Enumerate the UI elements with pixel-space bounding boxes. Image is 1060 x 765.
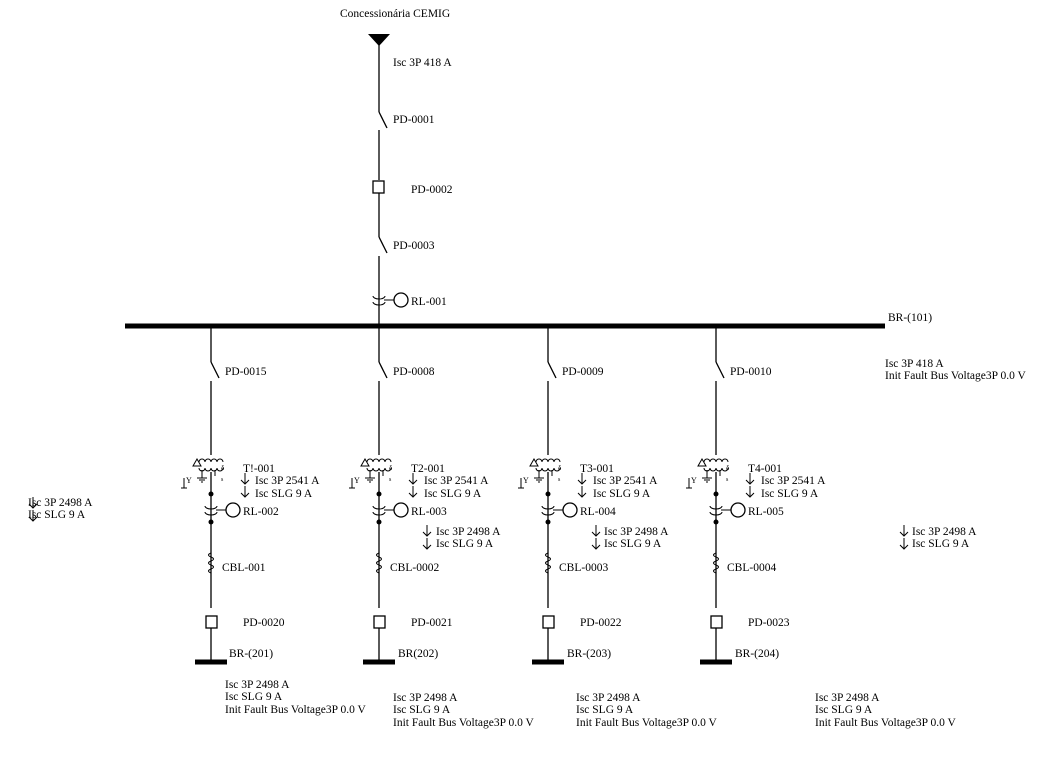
relay-fault-line: Isc 3P 2498 A	[604, 526, 669, 538]
relay-fault-line: Isc SLG 9 A	[436, 538, 494, 550]
breaker-label: PD-0002	[411, 184, 453, 196]
utility-fault-label: Isc 3P 418 A	[393, 57, 452, 69]
switch-label: PD-0009	[562, 366, 604, 378]
fault-line: Isc 3P 418 A	[885, 358, 944, 370]
bus-label: BR-(203)	[567, 648, 611, 660]
feeder-4[interactable]: PD-0010 T4-001 Isc 3P 2541 A Isc SLG 9 A…	[686, 328, 977, 729]
relay-label: RL-004	[580, 506, 616, 518]
transformer-label: T!-001	[243, 463, 275, 475]
relay-label: RL-002	[243, 506, 279, 518]
tx-fault-line: Isc SLG 9 A	[424, 488, 482, 500]
fault-line: Isc SLG 9 A	[28, 509, 86, 521]
cable-label: CBL-0004	[727, 562, 776, 574]
utility-source[interactable]: Concessionária CEMIG Isc 3P 418 A	[340, 8, 452, 105]
relay-label: RL-003	[411, 506, 447, 518]
feeder-1-shape	[181, 328, 249, 662]
current-transformer-icon	[372, 295, 394, 306]
feeder-1[interactable]: PD-0015 T!-001 Isc 3P 2541 A Isc SLG 9 A…	[181, 328, 366, 716]
relay-fault-line: Isc 3P 2498 A	[912, 526, 977, 538]
incomer-switch-pd-0003[interactable]: PD-0003	[378, 231, 435, 292]
bus-fault-line: Init Fault Bus Voltage3P 0.0 V	[576, 717, 717, 729]
main-bus-br-101[interactable]: BR-(101)	[125, 312, 932, 329]
bus-fault-line: Isc SLG 9 A	[225, 691, 283, 703]
tx-fault-line: Isc SLG 9 A	[761, 488, 819, 500]
bus-fault-line: Isc 3P 2498 A	[576, 692, 641, 704]
feeder-2-shape	[349, 328, 417, 662]
feeder-3-shape	[518, 328, 586, 662]
bus-fault-line: Isc SLG 9 A	[393, 704, 451, 716]
relay-label: RL-005	[748, 506, 784, 518]
tx-fault-line: Isc 3P 2541 A	[255, 475, 320, 487]
cable-label: CBL-001	[222, 562, 266, 574]
relay-fault-line: Isc SLG 9 A	[912, 538, 970, 550]
cable-label: CBL-0003	[559, 562, 608, 574]
bus-fault-line: Isc 3P 2498 A	[815, 692, 880, 704]
bus-fault-line: Isc SLG 9 A	[815, 704, 873, 716]
feeder-3[interactable]: PD-0009 T3-001 Isc 3P 2541 A Isc SLG 9 A…	[518, 328, 717, 729]
tx-fault-line: Isc SLG 9 A	[255, 488, 313, 500]
breaker-label: PD-0021	[411, 617, 453, 629]
bus-fault-line: Init Fault Bus Voltage3P 0.0 V	[225, 704, 366, 716]
tx-fault-line: Isc 3P 2541 A	[761, 475, 826, 487]
relay-label: RL-001	[411, 296, 447, 308]
main-bus-label: BR-(101)	[888, 312, 932, 324]
relay-fault-line: Isc SLG 9 A	[604, 538, 662, 550]
relay-icon	[393, 292, 409, 308]
tx-fault-line: Isc SLG 9 A	[593, 488, 651, 500]
switch-label: PD-0010	[730, 366, 772, 378]
incomer-relay-rl-001[interactable]: RL-001	[372, 292, 447, 325]
bus-fault-line: Isc 3P 2498 A	[393, 692, 458, 704]
breaker-label: PD-0020	[243, 617, 285, 629]
bus-fault-line: Init Fault Bus Voltage3P 0.0 V	[393, 717, 534, 729]
bus-label: BR-(201)	[229, 648, 273, 660]
cable-label: CBL-0002	[390, 562, 439, 574]
fault-line: Isc 3P 2498 A	[28, 497, 93, 509]
bus-fault-line: Isc 3P 2498 A	[225, 679, 290, 691]
transformer-label: T4-001	[748, 463, 782, 475]
tx-fault-line: Isc 3P 2541 A	[593, 475, 658, 487]
transformer-label: T2-001	[411, 463, 445, 475]
breaker-icon	[372, 180, 385, 194]
incomer-switch-pd-0001[interactable]: PD-0001	[378, 105, 435, 180]
left-fault-results: Isc 3P 2498 A Isc SLG 9 A	[28, 497, 93, 521]
switch-label: PD-0003	[393, 240, 435, 252]
feeder-2[interactable]: PD-0008 T2-001 Isc 3P 2541 A Isc SLG 9 A…	[349, 328, 534, 729]
fault-line: Init Fault Bus Voltage3P 0.0 V	[885, 370, 1026, 382]
relay-fault-arrows	[422, 524, 432, 550]
bus-label: BR-(204)	[735, 648, 779, 660]
incomer-breaker-pd-0002[interactable]: PD-0002	[372, 180, 453, 231]
breaker-label: PD-0023	[748, 617, 790, 629]
breaker-label: PD-0022	[580, 617, 622, 629]
switch-label: PD-0008	[393, 366, 435, 378]
relay-fault-arrows	[899, 524, 909, 550]
switch-label: PD-0015	[225, 366, 267, 378]
tx-fault-line: Isc 3P 2541 A	[424, 475, 489, 487]
utility-label: Concessionária CEMIG	[340, 8, 450, 20]
relay-fault-arrows	[591, 524, 601, 550]
bus-fault-line: Isc SLG 9 A	[576, 704, 634, 716]
switch-label: PD-0001	[393, 114, 435, 126]
bus-label: BR(202)	[398, 648, 438, 660]
relay-fault-line: Isc 3P 2498 A	[436, 526, 501, 538]
bus-fault-line: Init Fault Bus Voltage3P 0.0 V	[815, 717, 956, 729]
main-bus-fault-results: Isc 3P 418 A Init Fault Bus Voltage3P 0.…	[885, 358, 1026, 382]
feeder-4-shape	[686, 328, 754, 662]
transformer-label: T3-001	[580, 463, 614, 475]
